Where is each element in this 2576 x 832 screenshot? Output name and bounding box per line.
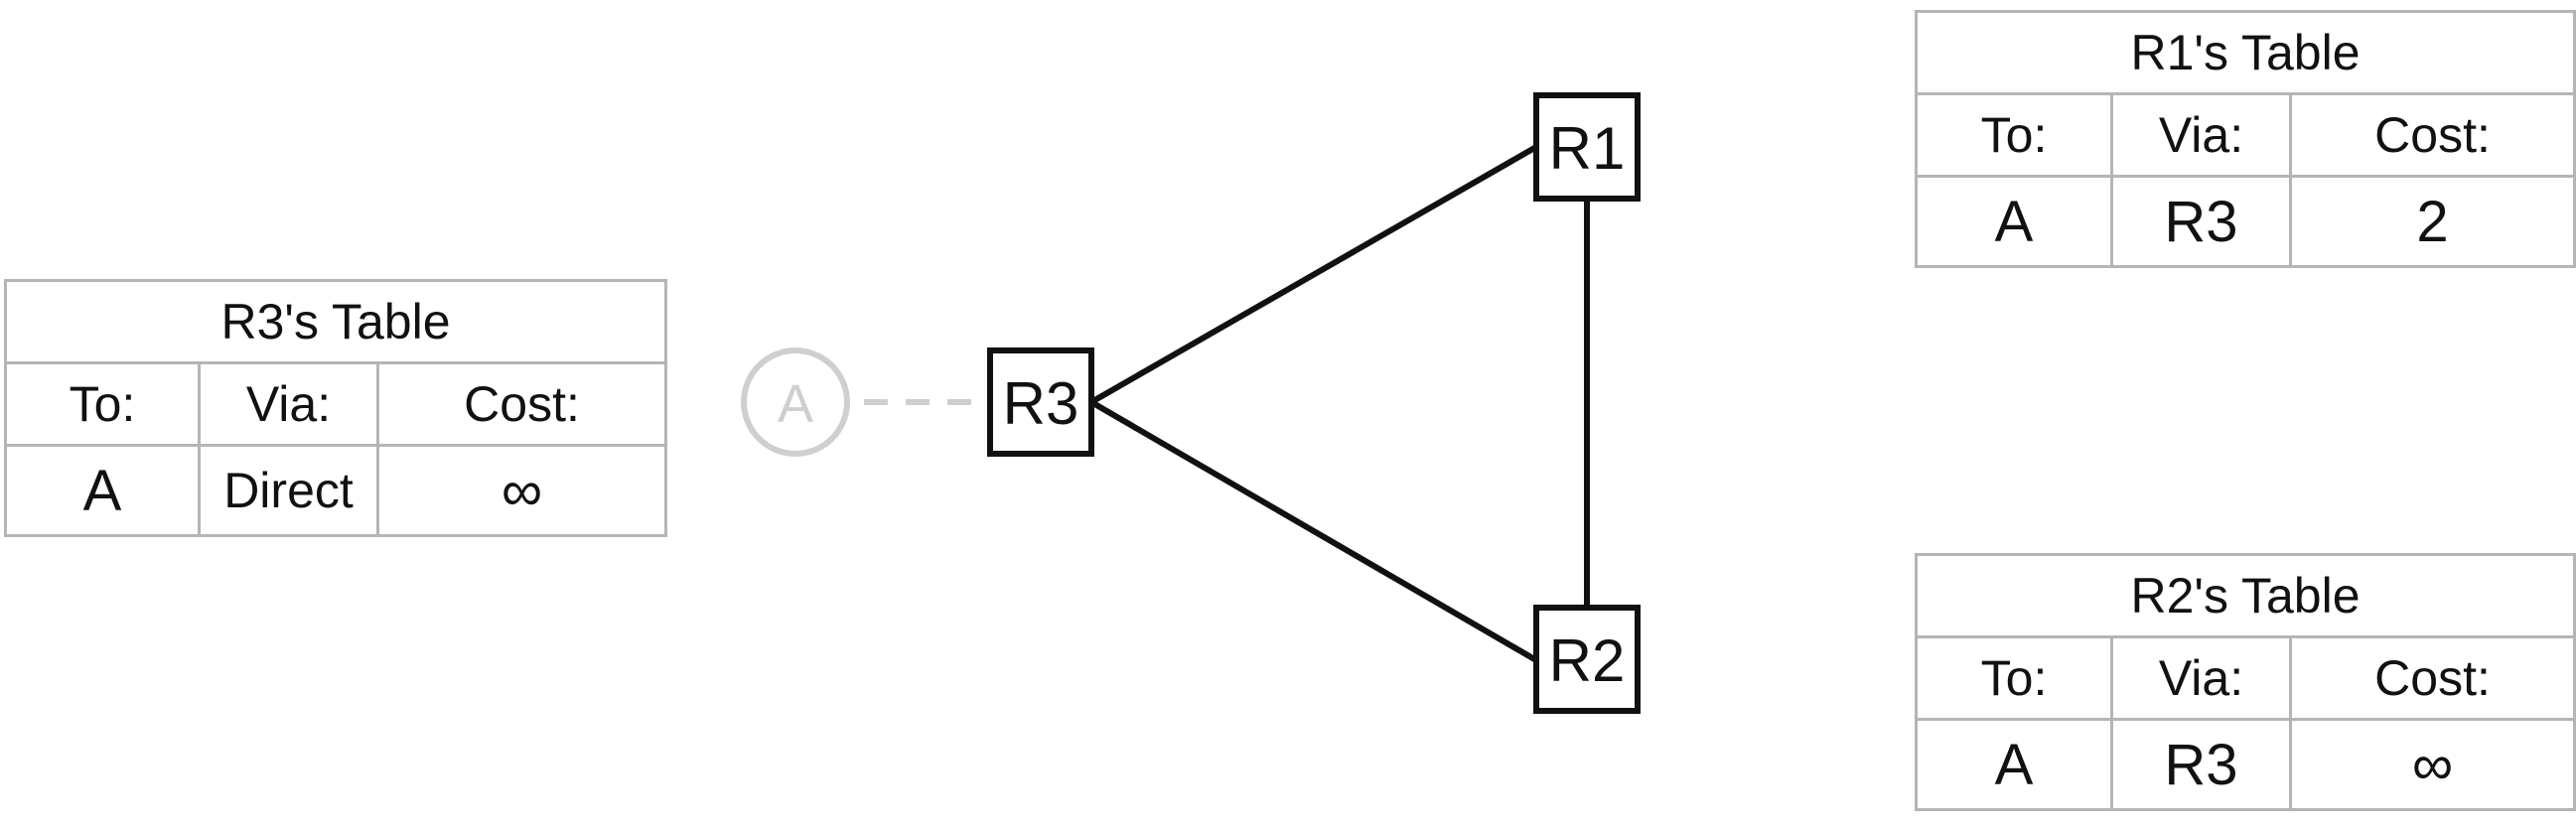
cell-to: A	[1915, 718, 2113, 811]
routing-table-r3: R3's Table To: Via: Cost: A Direct ∞	[3, 279, 668, 537]
cell-to: A	[1915, 175, 2113, 268]
cell-via: Direct	[198, 444, 379, 537]
header-to: To:	[1915, 635, 2113, 721]
header-via: Via:	[2110, 92, 2292, 178]
header-to: To:	[4, 361, 201, 447]
link-r3-r1	[1089, 144, 1538, 405]
header-to: To:	[1915, 92, 2113, 178]
routing-table-r2: R2's Table To: Via: Cost: A R3 ∞	[1914, 553, 2576, 811]
cell-cost: 2	[2288, 175, 2576, 268]
cell-cost: ∞	[375, 444, 668, 537]
cell-cost: ∞	[2288, 718, 2576, 811]
router-r1: R1	[1533, 92, 1641, 202]
destination-node-a: A	[741, 347, 850, 457]
destination-label: A	[778, 374, 813, 434]
table-title: R2's Table	[1914, 553, 2576, 638]
table-title: R3's Table	[3, 279, 668, 364]
cell-via: R3	[2110, 175, 2292, 268]
router-r1-label: R1	[1549, 115, 1626, 182]
router-r3: R3	[987, 347, 1094, 457]
header-cost: Cost:	[375, 361, 668, 447]
link-r3-r2	[1089, 399, 1538, 663]
header-cost: Cost:	[2288, 92, 2576, 178]
table-title: R1's Table	[1914, 10, 2576, 95]
cell-to: A	[4, 444, 201, 537]
router-r2: R2	[1533, 605, 1641, 714]
router-r3-label: R3	[1003, 370, 1079, 437]
routing-table-r1: R1's Table To: Via: Cost: A R3 2	[1914, 10, 2576, 268]
header-via: Via:	[198, 361, 379, 447]
router-r2-label: R2	[1549, 627, 1626, 694]
header-cost: Cost:	[2288, 635, 2576, 721]
cell-via: R3	[2110, 718, 2292, 811]
header-via: Via:	[2110, 635, 2292, 721]
